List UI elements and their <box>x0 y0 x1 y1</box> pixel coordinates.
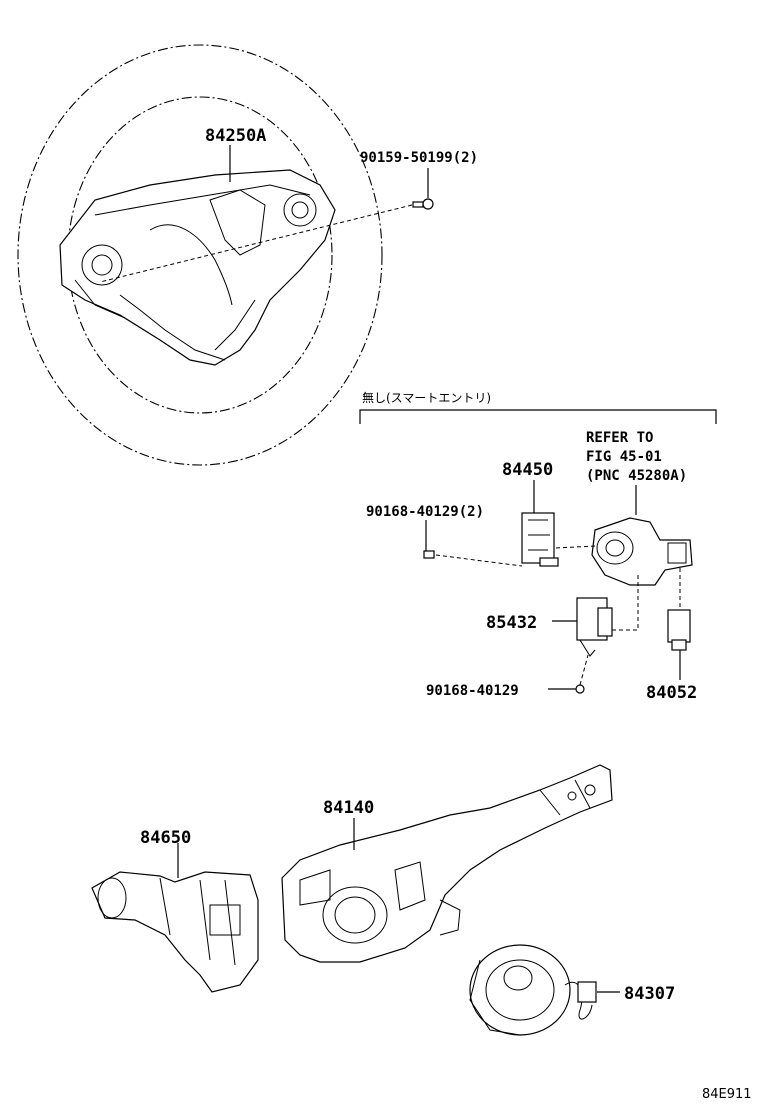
dash-screw-2 <box>435 554 523 567</box>
dash-screw-amplifier <box>579 654 589 686</box>
label-90159-50199: 90159-50199(2) <box>360 150 478 166</box>
refer-line-2: FIG 45-01 <box>586 449 662 465</box>
switch-84450[interactable] <box>521 512 559 567</box>
label-90168-40129: 90168-40129 <box>426 683 519 699</box>
label-84250a: 84250A <box>205 126 266 146</box>
label-84650: 84650 <box>140 828 191 848</box>
label-84140: 84140 <box>323 798 374 818</box>
figure-code: 84E911 <box>702 1087 752 1102</box>
lock-cylinder-45280a[interactable] <box>591 517 693 586</box>
screw-90168-40129[interactable] <box>575 684 585 694</box>
refer-line-3: (PNC 45280A) <box>586 468 687 484</box>
screw-90159-50199[interactable] <box>412 198 434 210</box>
dash-switch-cylinder <box>555 545 596 549</box>
label-84450: 84450 <box>502 460 553 480</box>
label-90168-40129-2: 90168-40129(2) <box>366 504 484 520</box>
dash-85432-cylinder <box>612 572 639 631</box>
label-85432: 85432 <box>486 613 537 633</box>
combination-switch-body-84140[interactable] <box>281 764 613 963</box>
sensor-84052[interactable] <box>667 609 691 651</box>
refer-line-1: REFER TO <box>586 430 653 446</box>
dash-screw-axis <box>99 204 413 283</box>
steering-pad-switch-84250a[interactable] <box>59 169 336 366</box>
bracket-smart-entry <box>359 409 717 424</box>
spiral-cable-84307[interactable] <box>469 944 597 1036</box>
label-84052: 84052 <box>646 683 697 703</box>
wiper-switch-84650[interactable] <box>91 871 259 993</box>
amplifier-85432[interactable] <box>576 597 613 657</box>
note-without-smart-entry: 無し(スマートエントリ) <box>362 390 491 405</box>
screw-90168-40129-2[interactable] <box>423 545 435 559</box>
label-84307: 84307 <box>624 984 675 1004</box>
